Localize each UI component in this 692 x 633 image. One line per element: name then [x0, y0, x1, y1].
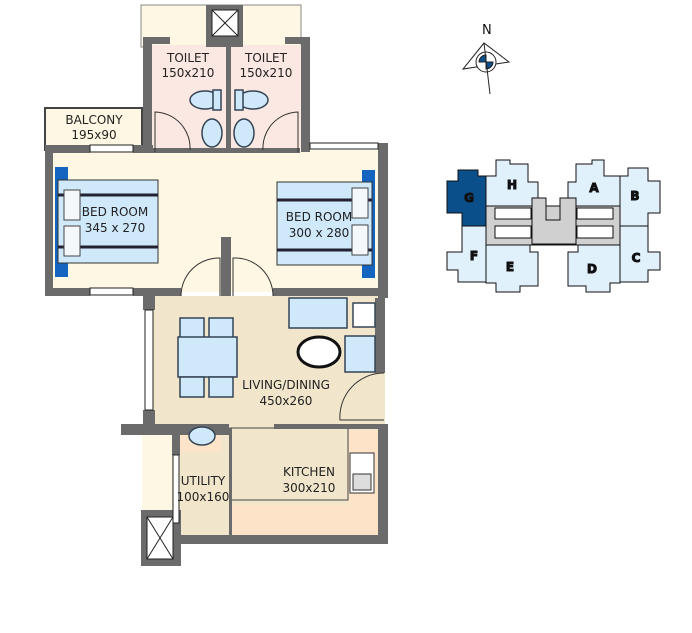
key-unit-label: C: [632, 251, 641, 265]
key-unit-b: [619, 167, 661, 227]
key-unit-h: [485, 159, 539, 207]
key-unit-e: [485, 244, 539, 293]
room-name: BED ROOM: [82, 205, 148, 219]
shaft-icon: [146, 9, 239, 560]
room-name: UTILITY: [181, 474, 226, 488]
room-size: 100x160: [177, 490, 230, 504]
kitchen-sink: [349, 452, 375, 494]
bed-left: [55, 167, 159, 277]
room-size: 300x210: [283, 481, 336, 495]
key-unit-f: [446, 225, 487, 283]
key-unit-label: H: [507, 178, 517, 192]
room-size: 300 x 280: [289, 226, 350, 240]
compass-icon: N: [461, 23, 511, 95]
living-furniture: [177, 297, 376, 398]
key-unit-label: E: [506, 260, 514, 274]
room-name: KITCHEN: [283, 465, 335, 479]
key-unit-label: A: [589, 181, 599, 195]
room-name: BED ROOM: [286, 210, 352, 224]
windows: [89, 142, 379, 524]
room-size: 150x210: [240, 66, 293, 80]
bed-right: [276, 170, 375, 278]
key-unit-c: [619, 225, 661, 283]
toilet-fixtures: [188, 89, 269, 446]
key-plan: G H A B F E D C: [446, 159, 661, 293]
key-unit-a: [567, 159, 621, 207]
doors: [154, 111, 385, 421]
room-name: BALCONY: [65, 113, 123, 127]
room-size: 450x260: [260, 394, 313, 408]
key-unit-label: F: [470, 249, 478, 263]
floors: [44, 4, 385, 542]
room-size: 195x90: [71, 128, 116, 142]
key-unit-label: D: [587, 262, 597, 276]
room-size: 150x210: [162, 66, 215, 80]
key-unit-label: G: [464, 191, 474, 205]
room-name: TOILET: [244, 51, 288, 65]
key-unit-label: B: [630, 189, 639, 203]
room-size: 345 x 270: [85, 221, 146, 235]
room-name: TOILET: [166, 51, 210, 65]
compass-label: N: [482, 23, 492, 38]
walls: [45, 5, 388, 566]
room-name: LIVING/DINING: [242, 378, 330, 392]
coffee-table: [296, 335, 342, 369]
